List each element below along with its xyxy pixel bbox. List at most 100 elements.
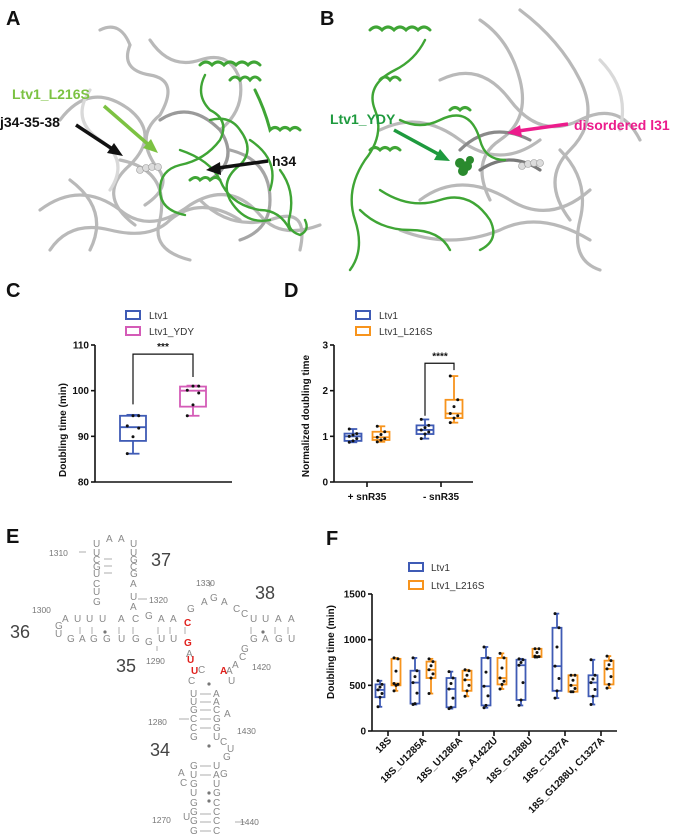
y-tick-label: 0 <box>360 727 366 738</box>
nucleotide: U <box>183 812 190 823</box>
y-tick-label: 1500 <box>344 590 367 601</box>
nucleotide: U <box>55 629 62 640</box>
nucleotide: G <box>213 788 221 799</box>
box-plot <box>603 654 615 690</box>
nucleotide: U <box>213 779 220 790</box>
nucleotide: G <box>190 779 198 790</box>
y-tick-label: 2 <box>322 386 328 397</box>
nucleotide: G <box>190 816 198 827</box>
legend-label-ltv1-d: Ltv1 <box>379 311 398 322</box>
box-plot <box>425 657 437 696</box>
nucleotide: G <box>190 798 198 809</box>
x-tick-label: - snR35 <box>423 492 460 503</box>
label-l216s: Ltv1_L216S <box>12 86 90 102</box>
label-j34-35-38: j34-35-38 <box>0 114 60 130</box>
significance-label: *** <box>157 342 169 353</box>
nucleotide: G <box>210 593 218 604</box>
nucleotide: G <box>145 611 153 622</box>
nucleotide: A <box>130 602 137 613</box>
mutated-nucleotide: C <box>184 618 191 629</box>
label-disordered-l31: disordered l31 <box>574 117 670 133</box>
nucleotide: C <box>213 807 220 818</box>
nucleotide: G <box>190 705 198 716</box>
box-plot <box>409 656 421 707</box>
label-ydy: Ltv1_YDY <box>330 111 396 127</box>
helix-label-34: 34 <box>150 740 170 760</box>
nucleotide: A <box>106 534 113 545</box>
nucleotide: C <box>213 705 220 716</box>
nucleotide: G <box>190 732 198 743</box>
stem-34-lines <box>179 693 245 832</box>
box-plot <box>119 413 147 456</box>
panel-label-d: D <box>284 280 299 302</box>
x-tick-label: + snR35 <box>348 492 387 503</box>
nucleotide: G <box>55 621 63 632</box>
nucleotide: A <box>79 634 86 645</box>
nucleotide: A <box>232 660 239 671</box>
legend-label-l216s-d: Ltv1_L216S <box>379 327 433 338</box>
legend-swatch-l216s-d <box>355 326 371 336</box>
nucleotide: U <box>74 614 81 625</box>
helix-label-36: 36 <box>10 622 30 642</box>
box-plot <box>567 673 579 694</box>
pos-1330: 1330 <box>196 578 215 588</box>
nucleotide: G <box>145 637 153 648</box>
label-h34: h34 <box>272 153 296 169</box>
ltv1-protein-ribbon-b <box>348 25 507 272</box>
box-plot <box>531 647 543 659</box>
arrow-l216s <box>102 104 158 153</box>
nucleotide: A <box>62 614 69 625</box>
nucleotide: C <box>198 665 205 676</box>
nucleotide: A <box>288 614 295 625</box>
nucleotide: A <box>158 614 165 625</box>
nucleotide: C <box>93 555 100 566</box>
panel-label-b: B <box>320 8 335 30</box>
y-tick-label: 100 <box>72 386 89 397</box>
nucleotide: U <box>227 744 234 755</box>
arrow-l31 <box>507 122 569 137</box>
rna-lines <box>79 551 289 651</box>
nucleotide: U <box>262 614 269 625</box>
nucleotide: C <box>233 604 240 615</box>
legend-label-ydy: Ltv1_YDY <box>149 327 194 338</box>
nucleotide: A <box>262 634 269 645</box>
ltv1-protein-ribbon-a <box>158 60 308 237</box>
nucleotide: U <box>190 788 197 799</box>
nucleotide: U <box>190 770 197 781</box>
nucleotide: A <box>186 649 193 660</box>
nucleotide: G <box>220 769 228 780</box>
spheres-a <box>136 163 162 174</box>
nucleotide: A <box>213 689 220 700</box>
nucleotide: A <box>178 768 185 779</box>
box-plot <box>374 679 386 709</box>
nucleotide: U <box>213 732 220 743</box>
y-axis-label-f: Doubling time (min) <box>326 605 337 699</box>
legend-label-ltv1: Ltv1 <box>149 311 168 322</box>
nucleotide: A <box>221 597 228 608</box>
arrow-h34 <box>206 159 269 175</box>
y-tick-label: 1000 <box>344 635 367 646</box>
y-tick-label: 110 <box>73 341 90 352</box>
nucleotide: G <box>213 714 221 725</box>
nucleotide: C <box>213 826 220 837</box>
y-tick-label: 3 <box>322 341 328 352</box>
pos-1440: 1440 <box>240 817 259 827</box>
pos-1280: 1280 <box>148 717 167 727</box>
mutated-nucleotide: U <box>191 666 198 677</box>
y-axis-label-c: Doubling time (min) <box>58 383 69 477</box>
nucleotide: G <box>93 597 101 608</box>
nucleotide: G <box>190 807 198 818</box>
box-plot <box>371 424 391 444</box>
panel-label-f: F <box>326 528 339 550</box>
nucleotide: G <box>223 752 231 763</box>
nucleotide: A <box>170 614 177 625</box>
nucleotide: A <box>224 709 231 720</box>
pos-1430: 1430 <box>237 726 256 736</box>
wobble-dots <box>103 630 265 803</box>
nucleotide: G <box>213 723 221 734</box>
nucleotide: U <box>118 634 125 645</box>
nucleotide: U <box>213 761 220 772</box>
nucleotide: U <box>93 548 100 559</box>
